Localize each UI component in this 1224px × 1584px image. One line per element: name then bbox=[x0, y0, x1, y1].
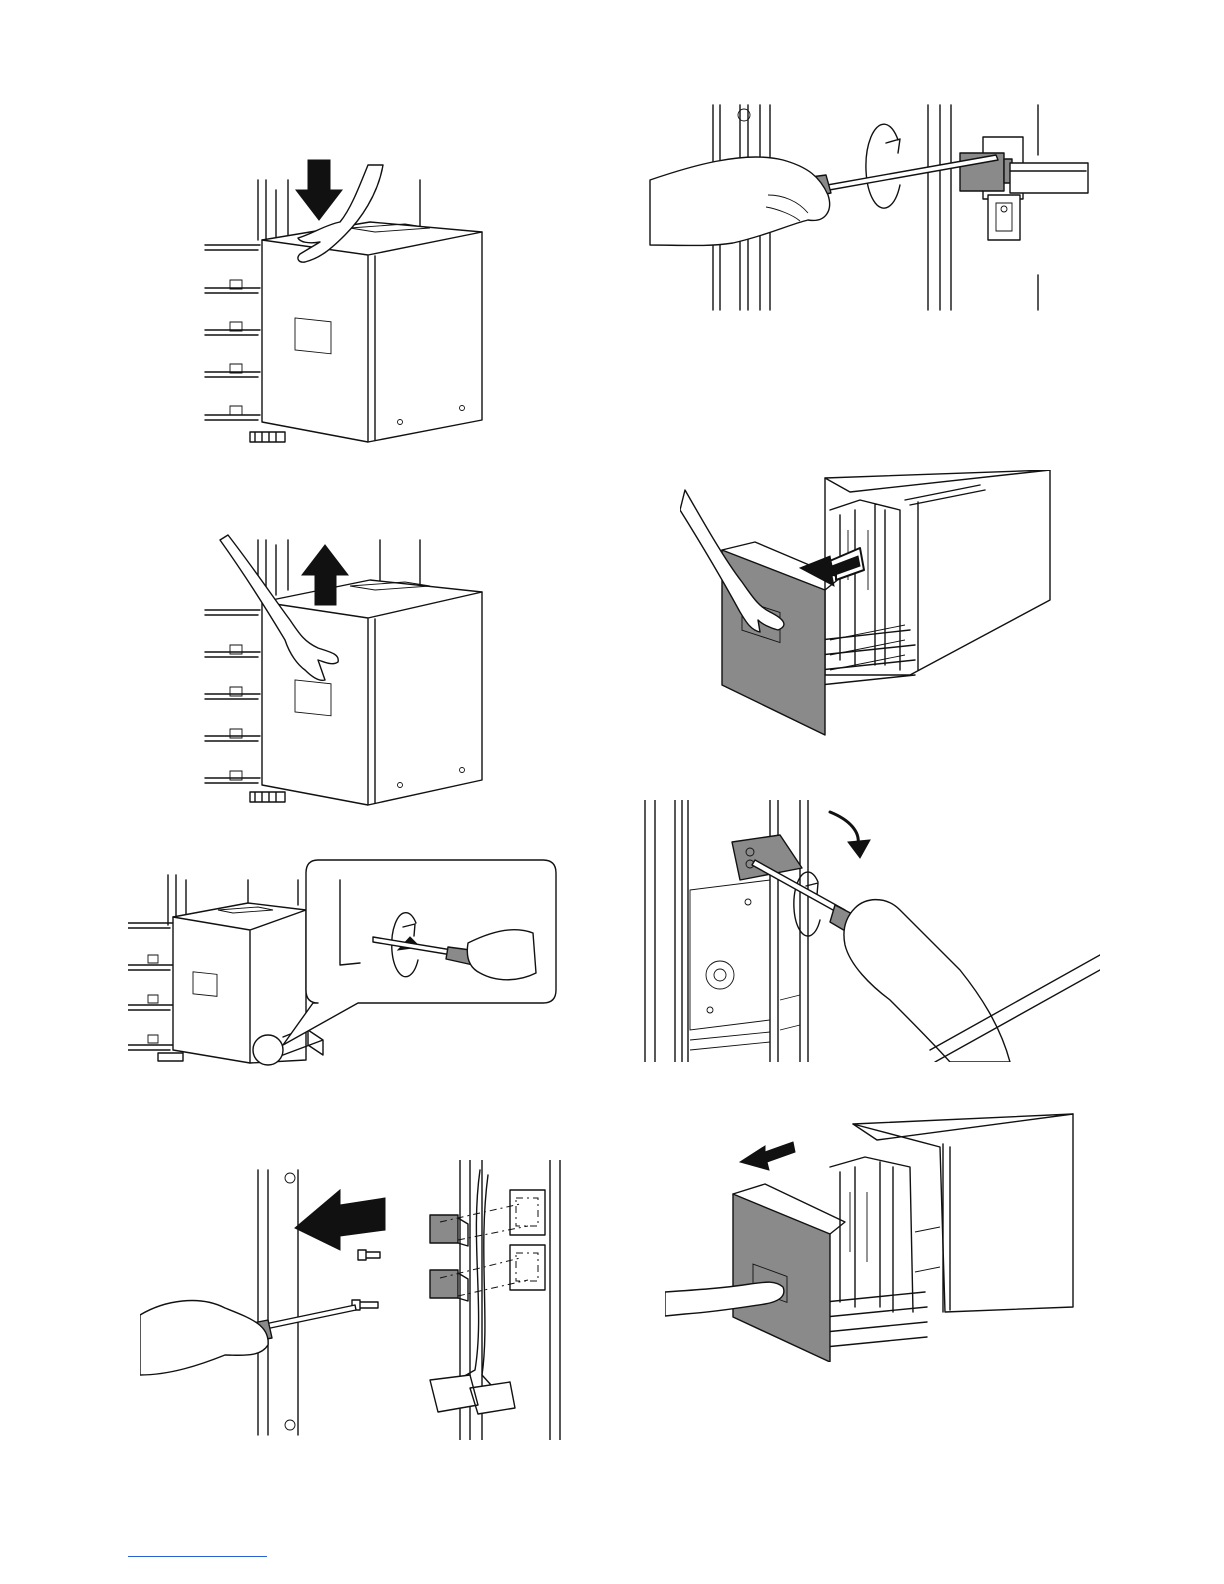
figure-lower-cabinet-push-down bbox=[200, 150, 500, 450]
figure-unscrew-bracket-plate bbox=[630, 800, 1100, 1062]
rotate-icon bbox=[794, 872, 820, 936]
arrow-down-icon bbox=[296, 160, 342, 220]
figure-screw-cable-connector bbox=[648, 95, 1098, 315]
rotate-icon bbox=[866, 124, 900, 208]
figure-lower-cabinet-lift-up bbox=[200, 530, 500, 810]
figure-pull-out-drawer bbox=[680, 470, 1060, 740]
figure-adjuster-screw-detail bbox=[128, 855, 560, 1070]
footer-rule bbox=[128, 1556, 267, 1557]
figure-remove-connector-covers bbox=[140, 1160, 562, 1440]
arrow-left-icon bbox=[740, 1142, 795, 1170]
arrow-left-icon bbox=[295, 1190, 385, 1250]
figure-withdraw-drawer-unit bbox=[665, 1112, 1077, 1362]
